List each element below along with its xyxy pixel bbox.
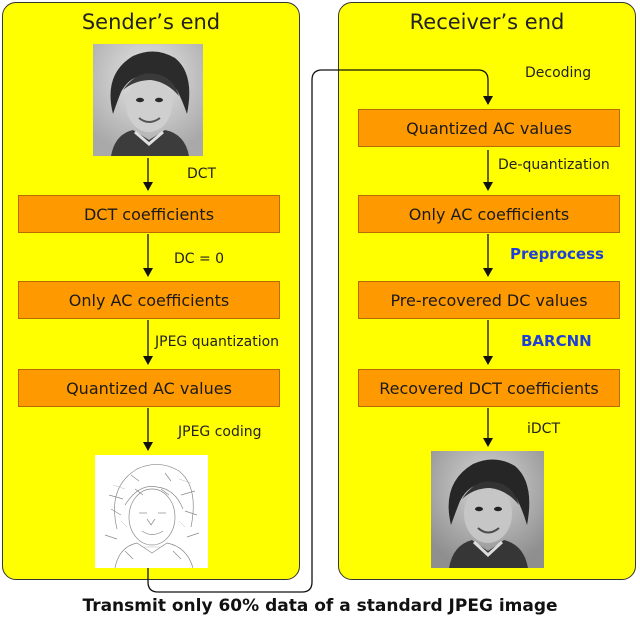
label-preprocess: Preprocess xyxy=(510,245,604,263)
label-dct: DCT xyxy=(187,166,217,182)
original-photo xyxy=(93,44,203,156)
label-jpeg-quantization: JPEG quantization xyxy=(155,334,280,350)
receiver-box-pre-recovered-dc: Pre-recovered DC values xyxy=(358,281,620,319)
label-idct: iDCT xyxy=(527,421,560,437)
label-decoding: Decoding xyxy=(525,65,592,81)
coded-image xyxy=(95,455,208,568)
receiver-box-only-ac: Only AC coefficients xyxy=(358,195,620,233)
reconstructed-photo xyxy=(431,451,544,568)
receiver-title: Receiver’s end xyxy=(409,10,565,34)
sender-box-only-ac: Only AC coefficients xyxy=(18,281,280,319)
label-jpeg-coding: JPEG coding xyxy=(178,424,262,440)
label-dc-zero: DC = 0 xyxy=(174,251,225,267)
label-de-quantization: De-quantization xyxy=(498,157,610,173)
receiver-box-quantized-ac: Quantized AC values xyxy=(358,109,620,147)
sender-title: Sender’s end xyxy=(81,10,221,34)
footer-caption: Transmit only 60% data of a standard JPE… xyxy=(82,596,558,616)
arrow-transmit xyxy=(147,69,493,593)
receiver-box-recovered-dct: Recovered DCT coefficients xyxy=(358,369,620,407)
sender-box-quantized-ac: Quantized AC values xyxy=(18,369,280,407)
label-barcnn: BARCNN xyxy=(521,332,592,350)
sender-box-dct-coefficients: DCT coefficients xyxy=(18,195,280,233)
